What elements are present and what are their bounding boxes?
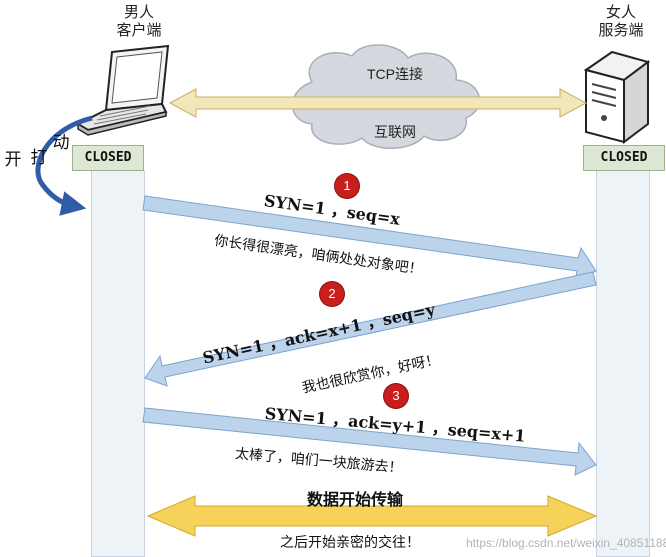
data-transfer-label: 数据开始传输	[306, 490, 403, 509]
client-title-line2: 客户端	[116, 21, 162, 39]
active-open-char-2: 打	[30, 148, 48, 168]
server-lane	[596, 170, 650, 557]
server-title-line2: 服务端	[598, 21, 644, 39]
step-3-badge: 3	[384, 384, 408, 408]
step-2-badge: 2	[320, 282, 344, 306]
active-open-curve-arrow	[35, 115, 93, 216]
laptop-icon	[75, 44, 170, 136]
data-transfer-arrow	[146, 495, 598, 537]
syn-ack-arrow	[144, 271, 597, 387]
server-title: 女人 服务端	[586, 3, 656, 39]
active-open-char-3: 开	[4, 150, 22, 170]
active-open-char-1: 动	[52, 133, 70, 153]
data-transfer-caption: 之后开始亲密的交往！	[280, 535, 420, 551]
client-state-box: CLOSED	[72, 145, 144, 171]
ack-arrow	[142, 407, 597, 476]
server-icon	[583, 50, 651, 144]
client-lane	[91, 170, 145, 557]
client-title: 男人 客户端	[104, 3, 174, 39]
server-title-line1: 女人	[605, 3, 636, 21]
internet-label: 互联网	[374, 124, 416, 140]
watermark: https://blog.csdn.net/weixin_40851188	[466, 536, 666, 550]
tcp-connection-label: TCP连接	[367, 66, 423, 82]
server-state-box: CLOSED	[583, 145, 665, 171]
step-1-badge: 1	[335, 174, 359, 198]
client-title-line1: 男人	[123, 3, 154, 21]
tcp-connection-arrow	[168, 88, 588, 118]
